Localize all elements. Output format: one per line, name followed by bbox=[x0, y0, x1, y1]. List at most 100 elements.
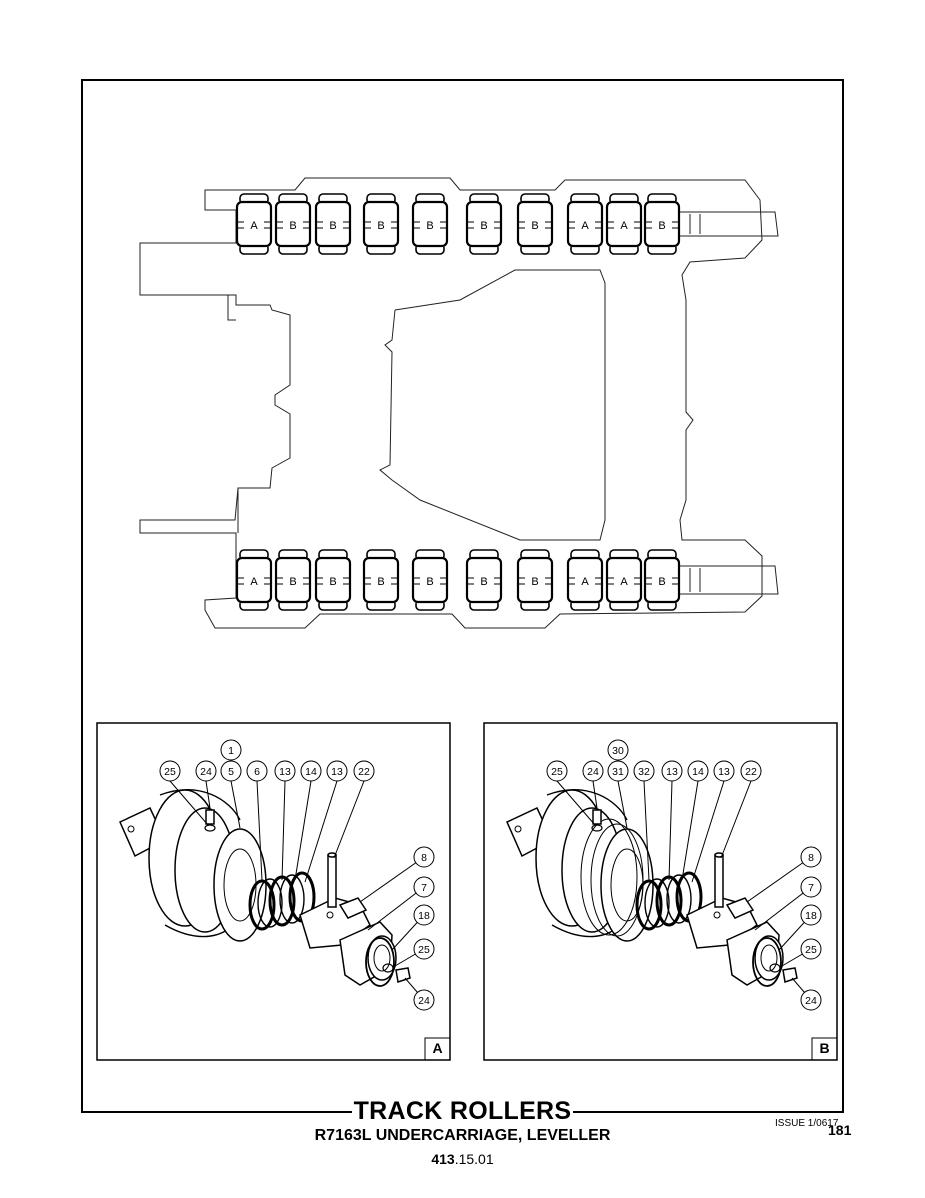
track-roller-top-10: B bbox=[643, 193, 681, 255]
callout-number: 24 bbox=[418, 995, 430, 1007]
callout-a-2: 25 bbox=[159, 760, 209, 826]
callout-number: 14 bbox=[305, 766, 317, 778]
detail-panel-a-frame bbox=[96, 722, 451, 1061]
track-roller-bottom-6: B bbox=[465, 549, 503, 611]
callout-b-12: 18 bbox=[778, 904, 822, 951]
callout-a-5: 6 bbox=[246, 760, 268, 881]
callout-a-10: 8 bbox=[359, 846, 435, 903]
callout-number: 8 bbox=[808, 852, 814, 864]
callout-number: 22 bbox=[358, 766, 370, 778]
roller-type-label: B bbox=[426, 220, 433, 232]
roller-type-label: A bbox=[620, 576, 628, 588]
roller-type-label: B bbox=[377, 220, 384, 232]
panel-b-label: B bbox=[819, 1040, 830, 1056]
track-roller-top-2: B bbox=[274, 193, 312, 255]
track-roller-top-8: A bbox=[566, 193, 604, 255]
track-roller-top-4: B bbox=[362, 193, 400, 255]
callout-number: 25 bbox=[551, 766, 563, 778]
callout-number: 25 bbox=[418, 944, 430, 956]
callout-b-1: 30 bbox=[607, 739, 629, 761]
roller-type-label: B bbox=[480, 220, 487, 232]
track-roller-top-6: B bbox=[465, 193, 503, 255]
callout-b-2: 25 bbox=[546, 760, 596, 826]
callout-number: 7 bbox=[808, 882, 814, 894]
callout-a-7: 14 bbox=[294, 760, 322, 881]
roller-type-label: B bbox=[658, 576, 665, 588]
callout-number: 13 bbox=[279, 766, 291, 778]
callout-b-4: 31 bbox=[607, 760, 629, 829]
roller-type-label: B bbox=[289, 576, 296, 588]
callout-b-9: 22 bbox=[720, 760, 762, 859]
track-roller-top-1: A bbox=[235, 193, 273, 255]
callout-a-8: 13 bbox=[304, 760, 348, 883]
callout-number: 6 bbox=[254, 766, 260, 778]
roller-type-label: B bbox=[289, 220, 296, 232]
callout-b-8: 13 bbox=[691, 760, 735, 883]
callout-number: 25 bbox=[164, 766, 176, 778]
callout-number: 1 bbox=[228, 745, 234, 757]
callout-b-5: 32 bbox=[633, 760, 655, 881]
panel-a-label: A bbox=[432, 1040, 443, 1056]
callout-number: 13 bbox=[331, 766, 343, 778]
callout-b-10: 8 bbox=[746, 846, 822, 903]
callout-number: 13 bbox=[718, 766, 730, 778]
page-number: 181 bbox=[828, 1122, 852, 1138]
track-roller-bottom-3: B bbox=[314, 549, 352, 611]
callout-b-14: 24 bbox=[791, 977, 822, 1011]
callout-b-7: 14 bbox=[681, 760, 709, 881]
title-rule-right bbox=[577, 1112, 822, 1113]
callout-number: 25 bbox=[805, 944, 817, 956]
roller-type-label: A bbox=[250, 576, 258, 588]
callout-number: 24 bbox=[587, 766, 599, 778]
roller-assembly-b bbox=[506, 789, 798, 987]
roller-type-label: B bbox=[329, 576, 336, 588]
track-roller-bottom-9: A bbox=[605, 549, 643, 611]
section-code: 413.15.01 bbox=[431, 1151, 494, 1167]
track-roller-top-5: B bbox=[411, 193, 449, 255]
roller-type-label: B bbox=[658, 220, 665, 232]
callout-number: 24 bbox=[200, 766, 212, 778]
roller-type-label: A bbox=[250, 220, 258, 232]
track-roller-bottom-1: A bbox=[235, 549, 273, 611]
page-title: TRACK ROLLERS bbox=[351, 1097, 574, 1125]
callout-number: 18 bbox=[805, 910, 817, 922]
roller-type-label: A bbox=[581, 576, 589, 588]
roller-type-label: A bbox=[581, 220, 589, 232]
callout-number: 14 bbox=[692, 766, 704, 778]
callout-a-14: 24 bbox=[404, 977, 435, 1011]
callout-a-6: 13 bbox=[274, 760, 296, 881]
panel-a-letter-box bbox=[424, 1037, 451, 1061]
track-roller-bottom-7: B bbox=[516, 549, 554, 611]
panel-b-letter-box bbox=[811, 1037, 838, 1061]
title-rule-left bbox=[228, 1112, 345, 1113]
callout-a-12: 18 bbox=[391, 904, 435, 951]
track-roller-bottom-10: B bbox=[643, 549, 681, 611]
roller-type-label: B bbox=[426, 576, 433, 588]
callout-a-4: 5 bbox=[220, 760, 242, 829]
callout-b-6: 13 bbox=[661, 760, 683, 881]
page-subtitle: R7163L UNDERCARRIAGE, LEVELLER bbox=[314, 1127, 611, 1144]
callout-number: 22 bbox=[745, 766, 757, 778]
callout-number: 30 bbox=[612, 745, 624, 757]
callout-number: 5 bbox=[228, 766, 234, 778]
callout-number: 13 bbox=[666, 766, 678, 778]
track-roller-top-9: A bbox=[605, 193, 643, 255]
roller-type-label: B bbox=[480, 576, 487, 588]
callout-b-3: 24 bbox=[582, 760, 604, 809]
track-roller-top-7: B bbox=[516, 193, 554, 255]
callout-a-9: 22 bbox=[333, 760, 375, 859]
track-roller-bottom-2: B bbox=[274, 549, 312, 611]
detail-panel-b-frame bbox=[483, 722, 838, 1061]
roller-type-label: B bbox=[531, 220, 538, 232]
callout-a-3: 24 bbox=[195, 760, 217, 809]
track-roller-top-3: B bbox=[314, 193, 352, 255]
callout-b-11: 7 bbox=[754, 876, 822, 931]
roller-type-label: B bbox=[377, 576, 384, 588]
undercarriage-frame bbox=[139, 177, 779, 629]
roller-type-label: B bbox=[329, 220, 336, 232]
callout-a-13: 25 bbox=[394, 938, 435, 967]
